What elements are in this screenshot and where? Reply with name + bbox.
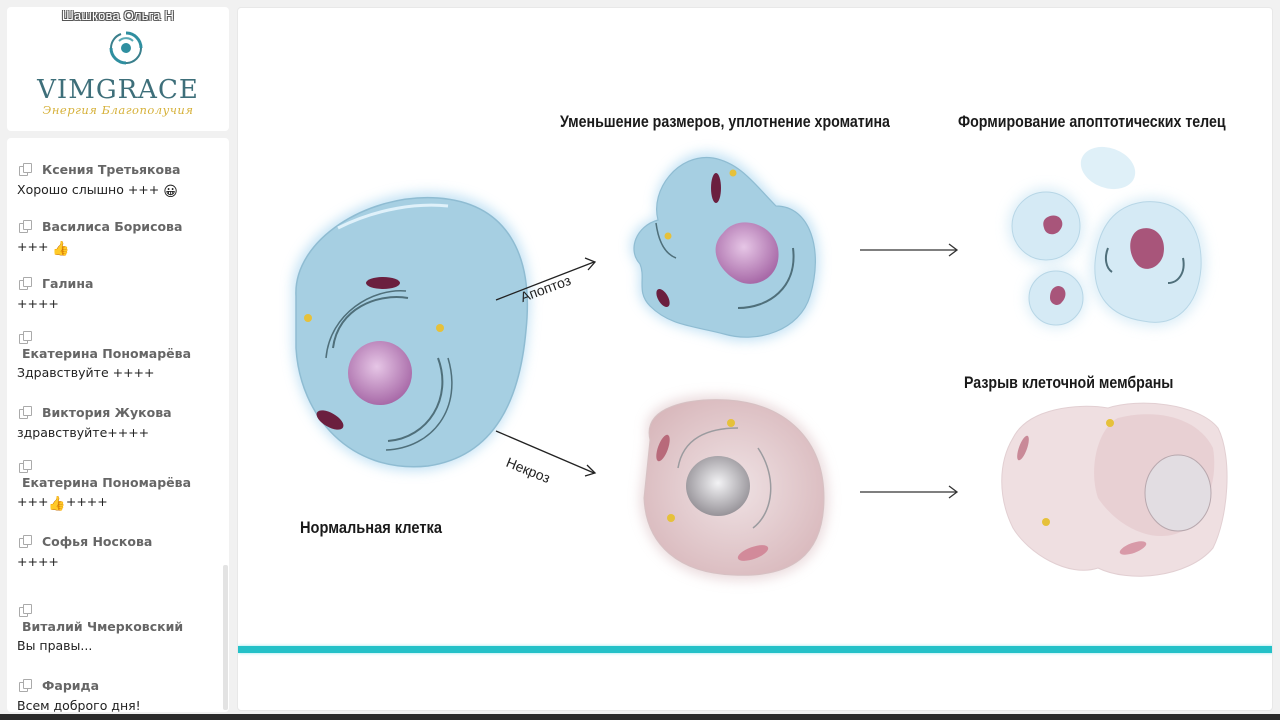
chat-text-tail: ++++: [65, 494, 108, 509]
logo-card: VIMGRACE Энергия Благополучия: [7, 7, 229, 131]
copy-icon[interactable]: [19, 277, 32, 290]
copy-icon[interactable]: [19, 679, 32, 692]
label-apoptotic-bodies: Формирование апоптотических телец: [958, 113, 1226, 131]
chat-text: здравствуйте++++: [17, 425, 150, 440]
chat-text-body: +++: [17, 494, 49, 509]
chat-text: ++++: [17, 554, 59, 569]
presenter-name: Шашкова Ольга Н: [61, 8, 175, 23]
apoptotic-bodies: [1008, 146, 1207, 328]
chat-text: +++👍++++: [17, 493, 217, 512]
chat-message: Ксения Третьякова Хорошо слышно +++ 😀: [17, 160, 217, 217]
chat-list: Ксения Третьякова Хорошо слышно +++ 😀 Ва…: [17, 160, 217, 713]
slide: Уменьшение размеров, уплотнение хроматин…: [238, 8, 1272, 710]
copy-icon[interactable]: [19, 163, 32, 176]
accent-divider: [238, 646, 1272, 653]
chat-text-body: Хорошо слышно +++: [17, 182, 164, 197]
chat-author: Фарида: [42, 677, 100, 693]
chat-message: Фарида Всем доброго дня!: [17, 676, 217, 713]
thumbs-up-emoji-icon: 👍: [52, 241, 70, 257]
chat-text: Вы правы...: [17, 638, 93, 653]
chat-text: Хорошо слышно +++ 😀: [17, 181, 217, 200]
chat-message: Виктория Жукова здравствуйте++++: [17, 403, 217, 460]
shrunken-cell: [630, 152, 819, 342]
arrow-to-rupture: [860, 485, 959, 499]
chat-author: Василиса Борисова: [42, 218, 183, 234]
chat-author: Софья Носкова: [42, 533, 153, 549]
chat-author: Екатерина Пономарёва: [22, 475, 192, 490]
chat-panel[interactable]: Ксения Третьякова Хорошо слышно +++ 😀 Ва…: [7, 138, 229, 712]
necrotic-cell: [640, 395, 828, 581]
logo-tagline: Энергия Благополучия: [42, 103, 194, 117]
arrow-to-bodies: [860, 243, 959, 257]
necrosis-arrow: [495, 430, 597, 477]
bottom-bar: [0, 714, 1280, 720]
chat-text-body: +++: [17, 239, 53, 254]
cell-death-diagram: [292, 146, 1228, 581]
chat-author: Галина: [42, 275, 94, 291]
copy-icon[interactable]: [19, 460, 32, 473]
swirl-logo-icon: [109, 31, 143, 65]
chat-text: Здравствуйте ++++: [17, 365, 155, 380]
chat-message: Галина ++++: [17, 274, 217, 331]
chat-message: Екатерина Пономарёва +++👍++++: [17, 460, 217, 532]
chat-author: Виталий Чмерковский: [22, 619, 184, 634]
chat-message: Софья Носкова ++++: [17, 532, 217, 589]
chat-author: Екатерина Пономарёва: [22, 346, 192, 361]
chat-message: Василиса Борисова +++ 👍: [17, 217, 217, 274]
copy-icon[interactable]: [19, 331, 32, 344]
copy-icon[interactable]: [19, 220, 32, 233]
chat-message: Екатерина Пономарёва Здравствуйте ++++: [17, 331, 217, 403]
chat-message: Виталий Чмерковский Вы правы...: [17, 604, 217, 661]
chat-author: Ксения Третьякова: [42, 161, 181, 177]
presentation-area: Уменьшение размеров, уплотнение хроматин…: [237, 7, 1273, 711]
chat-scrollbar[interactable]: [223, 565, 228, 710]
normal-cell: [292, 192, 530, 471]
grin-emoji-icon: 😀: [163, 184, 178, 200]
copy-icon[interactable]: [19, 535, 32, 548]
copy-icon[interactable]: [19, 604, 32, 617]
chat-author: Виктория Жукова: [42, 404, 172, 420]
logo-brand: VIMGRACE: [37, 75, 199, 105]
apoptosis-arrow: [495, 257, 597, 301]
chat-text: +++ 👍: [17, 238, 217, 257]
label-shrinkage: Уменьшение размеров, уплотнение хроматин…: [560, 113, 890, 131]
chat-text: ++++: [17, 296, 59, 311]
copy-icon[interactable]: [19, 406, 32, 419]
chat-text: Всем доброго дня!: [17, 698, 141, 712]
ruptured-cell: [1001, 402, 1228, 577]
label-membrane-rupture: Разрыв клеточной мембраны: [964, 374, 1174, 392]
label-normal-cell: Нормальная клетка: [300, 518, 442, 537]
thumbs-up-emoji-icon: 👍: [48, 496, 66, 512]
